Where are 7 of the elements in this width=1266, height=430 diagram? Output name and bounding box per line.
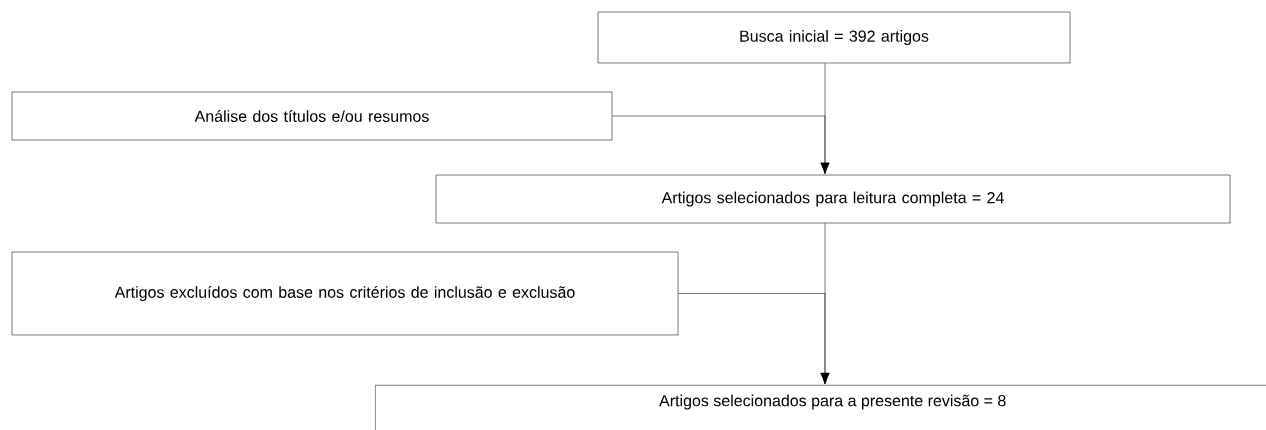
process-box: Artigos selecionados para leitura completa = 24 [435,174,1231,224]
process-box: Artigos selecionados para a presente revisão = 8 [375,385,1266,430]
arrow [678,293,830,385]
process-box: Artigos excluídos com base nos critérios de inclusão e exclusão [11,251,679,336]
process-box: Análise dos títulos e/ou resumos [11,91,613,141]
process-box: Busca inicial = 392 artigos [597,11,1071,64]
arrow [612,115,830,174]
